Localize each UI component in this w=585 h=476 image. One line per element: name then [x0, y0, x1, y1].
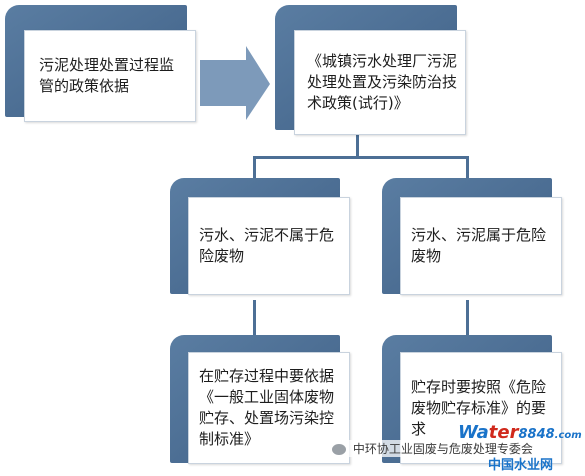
- storage-general-box: 在贮存过程中要依据《一般工业固体废物贮存、处置场污染控制标准》: [188, 352, 350, 464]
- connector-policy-down: [356, 135, 359, 158]
- storage-general-label: 在贮存过程中要依据《一般工业固体废物贮存、处置场污染控制标准》: [199, 367, 335, 448]
- policy-box: 《城镇污水处理厂污泥处理处置及污染防治技术政策(试行)》: [294, 30, 466, 135]
- storage-hazardous-label: 贮存时要按照《危险废物贮存标准》的要求: [411, 377, 547, 438]
- connector-left-down: [253, 156, 256, 182]
- connector-right-vertical: [466, 300, 469, 340]
- brand-logo: Water8848.com: [458, 422, 582, 443]
- not-hazardous-box: 污水、污泥不属于危险废物: [188, 197, 350, 295]
- basis-label: 污泥处理处置过程监管的政策依据: [39, 56, 175, 95]
- connector-horizontal: [253, 156, 468, 159]
- connector-right-down: [466, 156, 469, 182]
- hazardous-box: 污水、污泥属于危险废物: [400, 197, 562, 295]
- connector-left-vertical: [253, 300, 256, 340]
- watermark: 中环协工业固废与危废处理专委会: [332, 440, 533, 457]
- hazardous-label: 污水、污泥属于危险废物: [411, 226, 547, 265]
- not-hazardous-label: 污水、污泥不属于危险废物: [199, 226, 335, 265]
- policy-label: 《城镇污水处理厂污泥处理处置及污染防治技术政策(试行)》: [307, 52, 458, 112]
- basis-box: 污泥处理处置过程监管的政策依据: [24, 30, 196, 122]
- wechat-icon: [332, 444, 346, 455]
- watermark-text: 中环协工业固废与危废处理专委会: [352, 442, 533, 456]
- brand-sub: 中国水业网: [488, 458, 554, 473]
